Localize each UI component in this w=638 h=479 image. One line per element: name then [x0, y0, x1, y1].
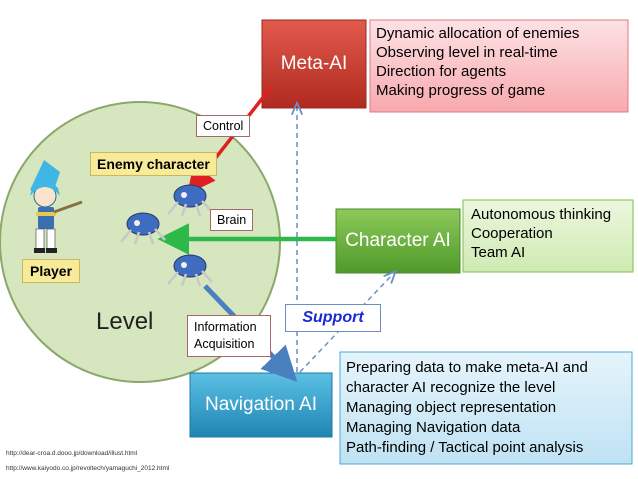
meta-ai-box [261, 19, 367, 109]
character-ai-note-box [462, 199, 634, 273]
meta-ai-note-line: Observing level in real-time [376, 44, 558, 61]
image-credit: http://www.kaiyodo.co.jp/revoltech/yamag… [6, 465, 170, 472]
navigation-ai-label: Navigation AI [205, 394, 317, 415]
enemy-robot [167, 254, 213, 287]
support-label: Support [285, 304, 381, 332]
player-figure [30, 160, 83, 253]
brain-label: Brain [210, 209, 254, 231]
navigation-ai-note-box [339, 351, 633, 465]
navigation-ai-note-line: Preparing data to make meta-AI and [346, 359, 588, 376]
navigation-ai-note-line: Path-finding / Tactical point analysis [346, 439, 584, 456]
enemy-character-label: Enemy character [90, 152, 217, 176]
meta-ai-note: Dynamic allocation of enemies Observing … [370, 20, 628, 112]
information-acquisition-label: Information Acquisition [187, 315, 271, 357]
navigation-ai-note-line: Managing object representation [346, 399, 557, 416]
meta-ai-note-line: Dynamic allocation of enemies [376, 25, 580, 42]
control-label: Control [196, 115, 251, 137]
meta-ai-note-line: Direction for agents [376, 63, 507, 80]
image-credit: http://dear-croa.d.dooo.jp/download/illu… [6, 450, 138, 457]
player-label: Player [22, 259, 81, 283]
character-ai-note-line: Cooperation [471, 225, 553, 242]
character-ai-note-line: Team AI [471, 244, 526, 261]
navigation-ai-note-line: Managing Navigation data [346, 419, 521, 436]
navigation-ai-note-line: character AI recognize the level [346, 379, 556, 396]
character-ai-note-line: Autonomous thinking [471, 206, 612, 223]
meta-ai-note-box [369, 19, 629, 113]
meta-ai-note-line: Making progress of game [376, 82, 546, 99]
navigation-ai-box [189, 372, 333, 438]
level-label: Level [96, 308, 154, 335]
navigation-ai-note: Preparing data to make meta-AI and chara… [340, 352, 632, 464]
character-ai-note: Autonomous thinking Cooperation Team AI [463, 200, 633, 272]
enemy-robot [120, 212, 166, 245]
character-ai-label: Character AI [345, 230, 451, 251]
meta-ai-label: Meta-AI [280, 53, 348, 74]
enemy-robot [167, 184, 213, 217]
